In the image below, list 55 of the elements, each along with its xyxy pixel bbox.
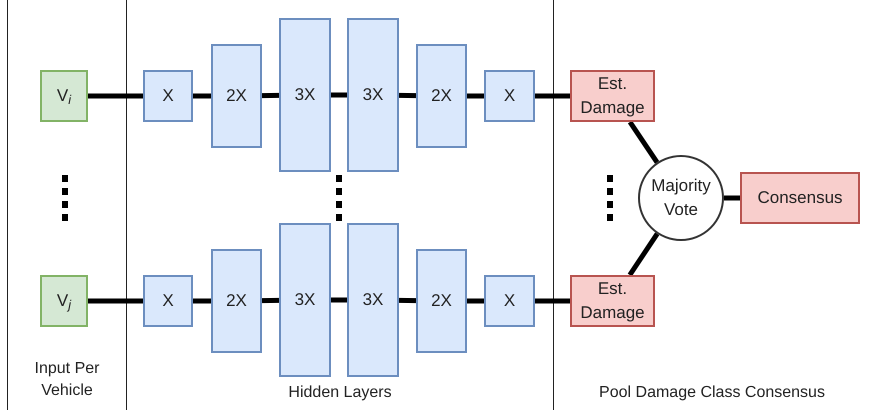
node-label: Est. Damage [579,278,646,324]
node-label: 2X [226,85,247,107]
node-label: X [162,290,174,312]
node-label: Est. Damage [579,73,646,119]
layer-box [484,70,535,122]
node-label: Majority Vote [650,175,712,221]
connector-line [193,298,211,304]
node-label: 3X [294,289,316,311]
node-label: 3X [362,289,384,311]
connector-line [193,94,211,98]
node-label: V$_{j}$ [56,290,72,313]
node-label: 2X [431,290,452,312]
layer-box [416,44,467,148]
connector-line [88,94,143,98]
node-label: 3X [362,84,384,106]
layer-box [416,249,467,353]
node-label: X [504,85,516,107]
layer-box [347,18,399,172]
layer-box [347,223,399,377]
node-label: 2X [431,85,452,107]
layer-box [740,172,860,224]
node-label: 2X [226,290,247,312]
node-label: X [162,85,174,107]
layer-box [143,70,193,122]
connector-line [398,92,416,98]
node-label: Consensus [757,187,843,209]
layer-box [279,223,331,377]
connector-line [535,94,570,98]
connector-line [88,298,143,304]
node-label: X [504,290,516,312]
connector-line [467,94,484,98]
connector-line [331,298,347,302]
connector-line [628,120,660,164]
section-title: Hidden Layers [287,383,393,403]
section-title: Input Per Vehicle [34,359,100,401]
node-label: V$_{i}$ [56,85,72,108]
section-title: Pool Damage Class Consensus [598,383,826,403]
layer-box [40,70,88,122]
node-label: 3X [294,84,316,106]
connector-line [262,92,280,98]
connector-line [628,232,660,276]
connector-line [331,92,347,98]
layer-box [40,275,88,327]
layer-box [484,275,535,327]
layer-box [143,275,193,327]
connector-line [398,298,416,304]
connector-line [535,298,570,304]
layer-box [211,44,262,148]
layer-box [570,70,655,122]
connector-line [467,298,484,304]
layer-box [279,18,331,172]
layer-box [570,275,655,327]
connector-line [724,196,740,200]
layer-box [211,249,262,353]
connector-line [262,298,280,304]
